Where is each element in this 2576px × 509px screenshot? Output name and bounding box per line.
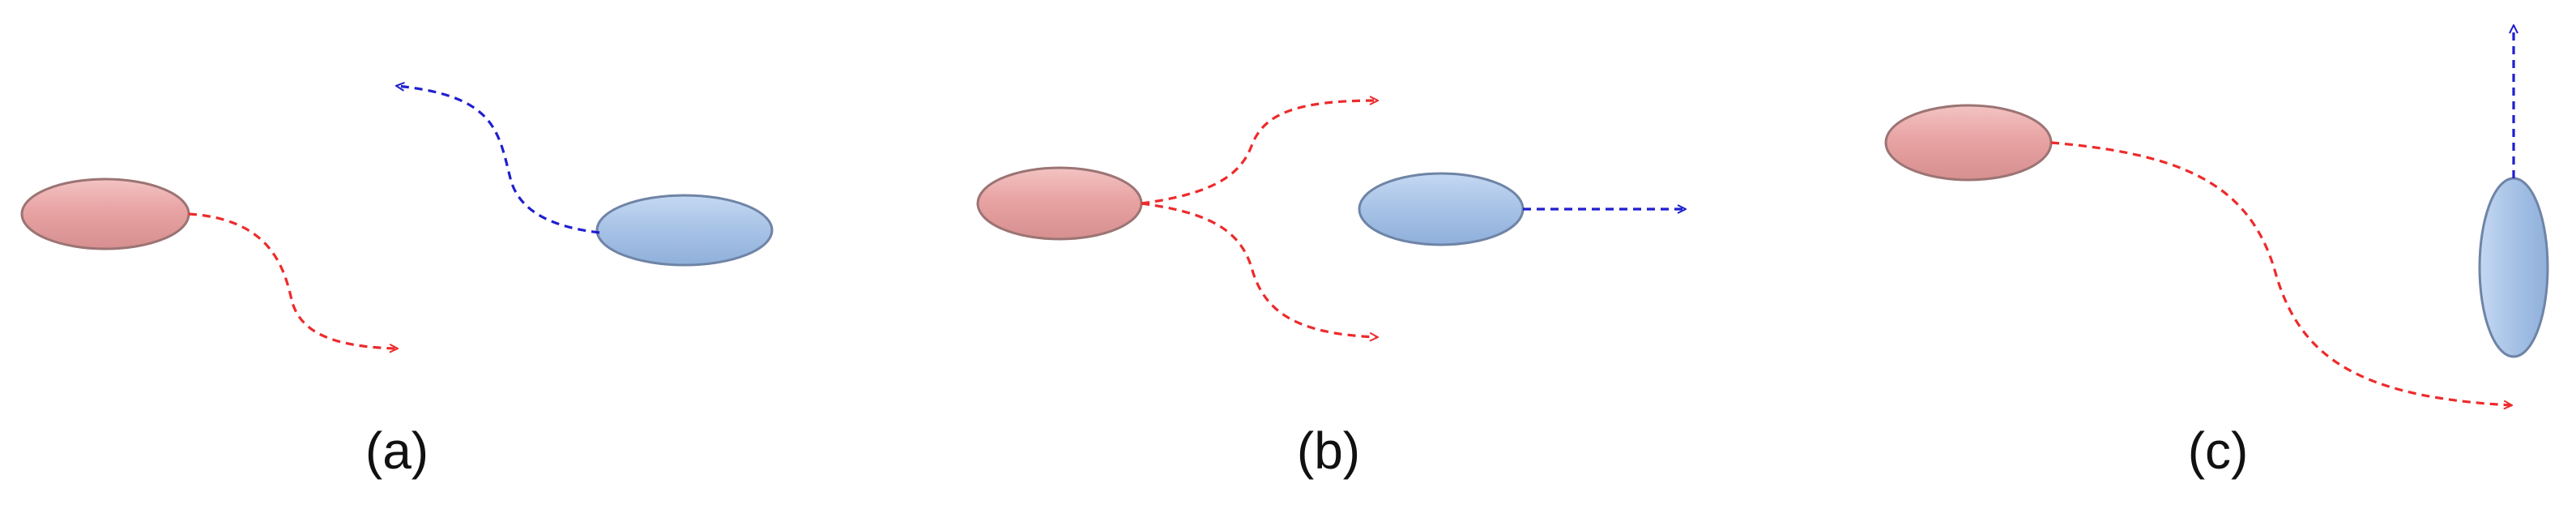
blue-bacterium-a bbox=[595, 194, 774, 267]
panel-label-b: (b) bbox=[1297, 421, 1360, 480]
panel-label-a: (a) bbox=[365, 421, 429, 480]
blue-bacterium-c bbox=[2478, 177, 2549, 358]
panel-a: (a) bbox=[20, 86, 774, 480]
red-trajectory-b-lower bbox=[1141, 202, 1377, 337]
red-bacterium-b bbox=[976, 166, 1143, 241]
red-trajectory-b-upper bbox=[1141, 101, 1377, 205]
panel-label-c: (c) bbox=[2188, 421, 2249, 480]
red-trajectory-a bbox=[188, 212, 397, 349]
panel-b: (b) bbox=[976, 101, 1685, 480]
red-bacterium-a bbox=[20, 178, 190, 250]
blue-trajectory-a bbox=[397, 86, 600, 234]
red-bacterium-c bbox=[1884, 104, 2053, 182]
red-trajectory-c bbox=[2050, 141, 2511, 405]
blue-bacterium-b bbox=[1358, 172, 1525, 246]
panel-c: (c) bbox=[1884, 26, 2549, 480]
